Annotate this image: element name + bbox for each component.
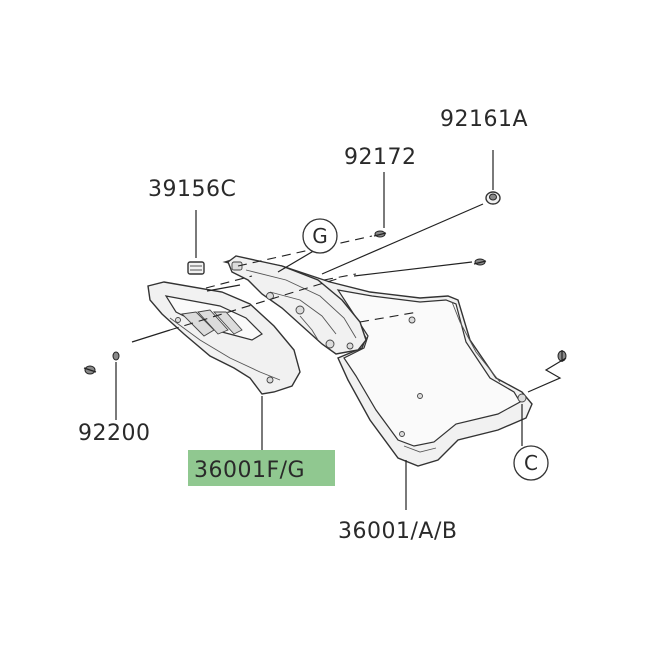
reference-marker-c: C	[513, 445, 549, 481]
inner-bracket	[227, 255, 367, 355]
part-label-36001fg: 36001F/G	[194, 458, 305, 483]
reference-marker-c-label: C	[524, 451, 538, 475]
nut-92161a-icon	[485, 191, 501, 205]
reference-marker-g: G	[302, 218, 338, 254]
part-label-39156c: 39156C	[148, 177, 236, 202]
screw-92200-a-icon	[112, 351, 120, 361]
clip-39156c-icon	[187, 261, 205, 275]
screw-92200-b-icon	[83, 365, 97, 375]
main-side-cover	[222, 257, 533, 467]
reference-marker-g-label: G	[312, 224, 328, 248]
part-label-92200: 92200	[78, 421, 151, 446]
part-label-92172: 92172	[344, 145, 417, 170]
screw-right-icon	[473, 258, 487, 266]
highlight-box	[188, 450, 335, 486]
screw-92172-icon	[373, 230, 387, 238]
part-label-36001ab: 36001/A/B	[338, 519, 457, 544]
small-side-cover	[147, 281, 301, 395]
part-label-92161a: 92161A	[440, 107, 528, 132]
